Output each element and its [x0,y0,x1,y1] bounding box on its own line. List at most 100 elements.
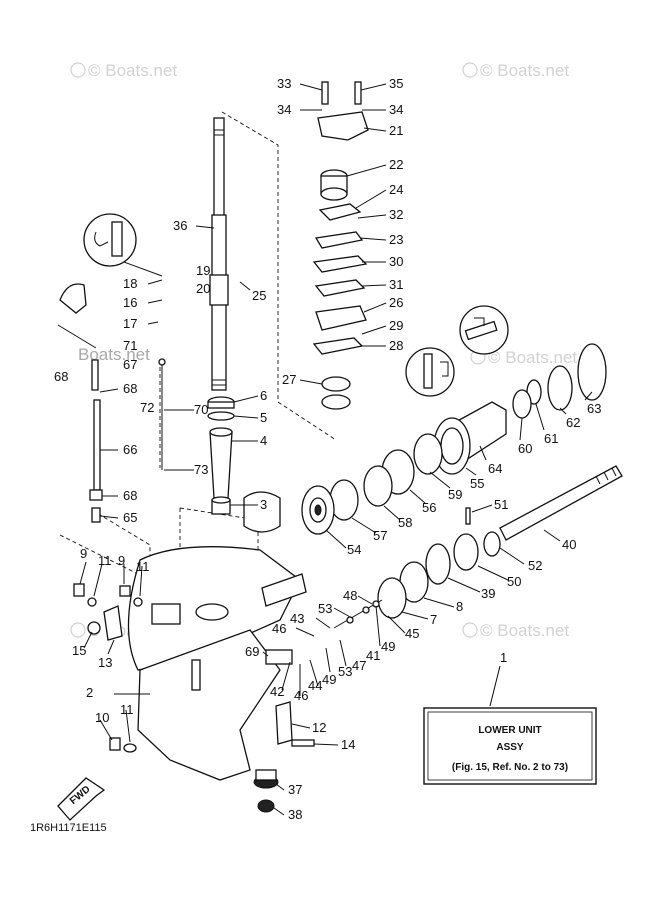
callout-23: 23 [389,232,403,247]
callout-31: 31 [389,277,403,292]
callout-26: 26 [389,295,403,310]
callout-12: 12 [312,720,326,735]
callout-9-a: 9 [80,546,87,561]
callout-33: 33 [277,76,291,91]
water-pump-assembly [312,81,369,410]
callout-6: 6 [260,388,267,403]
callout-53-a: 53 [318,601,332,616]
callout-64: 64 [488,461,502,476]
callout-68-c: 68 [123,488,137,503]
callout-56: 56 [422,500,436,515]
callout-41: 41 [366,648,380,663]
callout-10: 10 [95,710,109,725]
callout-52: 52 [528,558,542,573]
callout-66: 66 [123,442,137,457]
callout-11-a: 11 [98,553,112,568]
callout-71: 71 [123,338,137,353]
svg-text:© Boats.net: © Boats.net [480,61,569,80]
assy-title-line1: LOWER UNIT [478,725,541,736]
callout-43: 43 [290,611,304,626]
svg-text:© Boats.net: © Boats.net [480,621,569,640]
callout-57: 57 [373,528,387,543]
callout-29: 29 [389,318,403,333]
callout-1: 1 [500,650,507,665]
callout-22: 22 [389,157,403,172]
lower-unit-assy-box: LOWER UNIT ASSY (Fig. 15, Ref. No. 2 to … [423,707,597,785]
callout-45: 45 [405,626,419,641]
callout-62: 62 [566,415,580,430]
diagram-code: 1R6H1171E115 [30,822,107,834]
leader-lines [79,83,593,816]
fwd-arrow-icon: FWD [57,777,106,821]
callout-51: 51 [494,497,508,512]
callout-50: 50 [507,574,521,589]
callout-73: 73 [194,462,208,477]
svg-text:© Boats.net: © Boats.net [88,61,177,80]
watermark-center-overlay: Boats.net [78,345,150,364]
callout-49-a: 49 [381,639,395,654]
callout-46-b: 46 [294,688,308,703]
callout-21: 21 [389,123,403,138]
callout-68-b: 68 [123,381,137,396]
callout-4: 4 [260,433,267,448]
watermark-top-right: © Boats.net [462,61,569,80]
callout-30: 30 [389,254,403,269]
drive-shaft [209,117,229,391]
callout-42: 42 [270,684,284,699]
callout-11-c: 11 [120,702,134,717]
callout-61: 61 [544,431,558,446]
assy-reference: (Fig. 15, Ref. No. 2 to 73) [452,762,568,773]
svg-text:© Boats.net: © Boats.net [488,348,577,367]
callout-34-left: 34 [277,102,291,117]
detail-callout-mid [405,347,455,397]
callout-60: 60 [518,441,532,456]
callout-25: 25 [252,288,266,303]
callout-54: 54 [347,542,361,557]
callout-65: 65 [123,510,137,525]
callout-46-a: 46 [272,621,286,636]
callout-17: 17 [123,316,137,331]
detail-callout-right [459,305,509,355]
callout-34-right: 34 [389,102,403,117]
callout-16: 16 [123,295,137,310]
callout-32: 32 [389,207,403,222]
callout-27: 27 [282,372,296,387]
callout-5: 5 [260,410,267,425]
callout-47: 47 [352,658,366,673]
callout-14: 14 [341,737,355,752]
callout-24: 24 [389,182,403,197]
callout-labels: 33 3 5 34 34 21 22 24 32 23 30 31 26 29 2… [54,76,601,822]
callout-37: 37 [288,782,302,797]
callout-3: 3 [260,497,267,512]
callout-70: 70 [194,402,208,417]
callout-48: 48 [343,588,357,603]
callout-40: 40 [562,537,576,552]
callout-28: 28 [389,338,403,353]
callout-59: 59 [448,487,462,502]
callout-49-b: 49 [322,672,336,687]
callout-19: 19 [196,263,210,278]
callout-63: 63 [587,401,601,416]
callout-36: 36 [173,218,187,233]
callout-55: 55 [470,476,484,491]
callout-69: 69 [245,644,259,659]
callout-15: 15 [72,643,86,658]
callout-18: 18 [123,276,137,291]
prop-shaft-housing-group [301,343,607,535]
callout-11-b: 11 [136,559,150,574]
watermark-top-left: © Boats.net [70,61,177,80]
shaft-bearing-stack [207,396,235,515]
callout-67: 67 [123,357,137,372]
shift-rod [57,283,166,523]
assy-title-line2: ASSY [496,742,524,753]
callout-39: 39 [481,586,495,601]
callout-53-b: 53 [338,664,352,679]
callout-9-b: 9 [118,553,125,568]
watermark-right: © Boats.net [462,621,569,640]
callout-44: 44 [308,678,322,693]
lower-casing [103,546,315,781]
callout-7: 7 [430,612,437,627]
callout-58: 58 [398,515,412,530]
detail-callout-left [83,213,163,277]
